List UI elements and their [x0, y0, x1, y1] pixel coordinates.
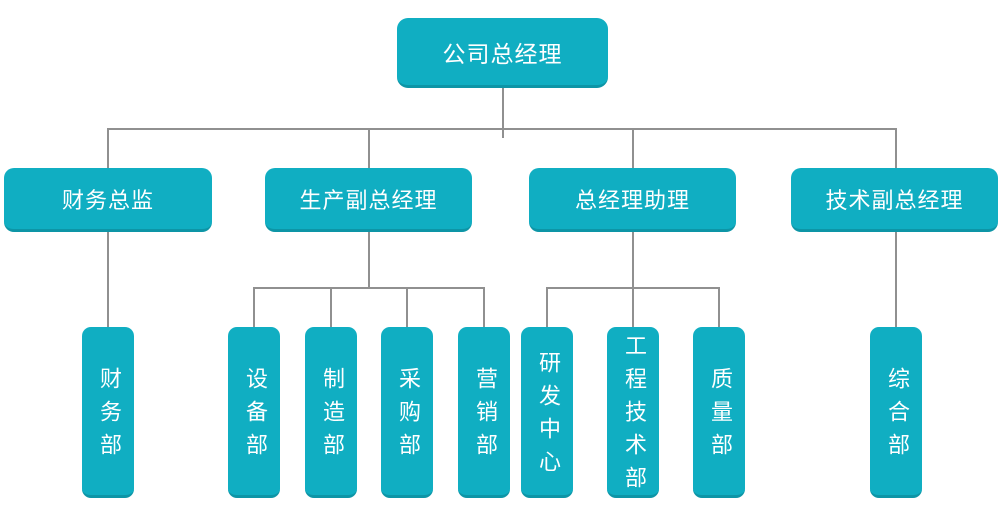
node-label: 财务总监 — [61, 188, 154, 214]
node-label: 技术副总经理 — [825, 188, 964, 214]
node-label: 公司总经理 — [442, 41, 563, 68]
connector-line — [718, 287, 720, 327]
connector-line — [546, 287, 548, 327]
connector-line — [253, 287, 255, 327]
connector-line — [502, 88, 504, 128]
connector-line — [502, 130, 504, 138]
node-label: 设备部 — [242, 367, 267, 466]
node-label: 综合部 — [884, 367, 909, 466]
connector-line — [895, 128, 897, 168]
node-marketing-dept: 营销部 — [458, 327, 510, 498]
node-label: 营销部 — [472, 367, 497, 466]
node-purchasing-dept: 采购部 — [381, 327, 433, 498]
node-manufacturing-dept: 制造部 — [305, 327, 357, 498]
connector-line — [107, 232, 109, 327]
connector-line — [253, 287, 485, 289]
node-quality-dept: 质量部 — [693, 327, 745, 498]
connector-line — [368, 128, 370, 168]
node-tech-deputy-gm: 技术副总经理 — [791, 168, 998, 232]
node-general-affairs-dept: 综合部 — [870, 327, 922, 498]
node-label: 生产副总经理 — [299, 188, 438, 214]
connector-line — [368, 232, 370, 289]
connector-line — [632, 232, 634, 289]
connector-line — [330, 287, 332, 327]
node-label: 采购部 — [395, 367, 420, 466]
node-general-manager: 公司总经理 — [397, 18, 608, 88]
node-label: 质量部 — [707, 367, 732, 466]
connector-line — [483, 287, 485, 327]
node-engineering-tech-dept: 工程技术部 — [607, 327, 659, 499]
node-rd-center: 研发中心 — [521, 327, 573, 498]
node-finance-director: 财务总监 — [4, 168, 212, 232]
connector-line — [895, 232, 897, 327]
node-label: 总经理助理 — [574, 188, 690, 214]
node-label: 研发中心 — [535, 350, 560, 483]
node-gm-assistant: 总经理助理 — [529, 168, 736, 232]
connector-line — [632, 128, 634, 168]
connector-line — [107, 128, 897, 130]
connector-line — [406, 287, 408, 327]
connector-line — [107, 128, 109, 168]
node-label: 工程技术部 — [621, 334, 646, 499]
node-label: 财务部 — [96, 367, 121, 466]
node-finance-dept: 财务部 — [82, 327, 134, 498]
node-label: 制造部 — [319, 367, 344, 466]
node-production-deputy-gm: 生产副总经理 — [265, 168, 472, 232]
connector-line — [632, 287, 634, 327]
node-equipment-dept: 设备部 — [228, 327, 280, 498]
